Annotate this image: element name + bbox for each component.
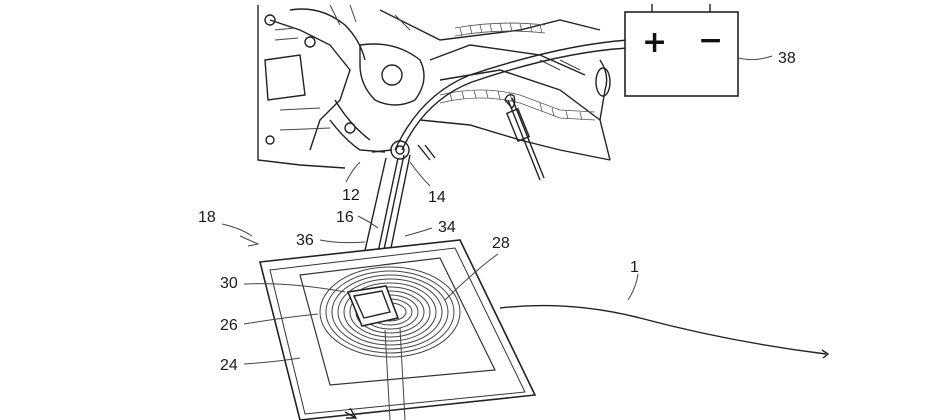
bottom-arrow	[344, 407, 358, 419]
battery-box: + −	[624, 4, 739, 97]
ref-label-28: 28	[492, 235, 510, 252]
ref-label-26: 26	[220, 317, 238, 334]
ref-label-30: 30	[220, 275, 238, 292]
cord-end	[821, 349, 830, 359]
stand-foot	[346, 285, 400, 327]
ref-label-36: 36	[296, 232, 314, 249]
motorcycle-frame-drawing	[255, 0, 615, 181]
ref-label-24: 24	[220, 357, 238, 374]
foot-leads	[384, 327, 406, 420]
battery-plus-sign: +	[642, 25, 667, 60]
power-cord	[499, 304, 827, 355]
charging-pad	[258, 239, 537, 420]
ref-label-16: 16	[336, 209, 354, 226]
ref-label-14: 14	[428, 189, 446, 206]
ref-label-38: 38	[778, 50, 796, 67]
ref-label-34: 34	[438, 219, 456, 236]
leader-38	[737, 55, 773, 61]
battery-minus-sign: −	[698, 23, 723, 58]
ref-label-18: 18	[198, 209, 216, 226]
power-cable-to-battery	[394, 39, 629, 151]
reference-leaders	[221, 161, 639, 365]
ref-label-1: 1	[630, 259, 639, 276]
ref-label-12: 12	[342, 187, 360, 204]
